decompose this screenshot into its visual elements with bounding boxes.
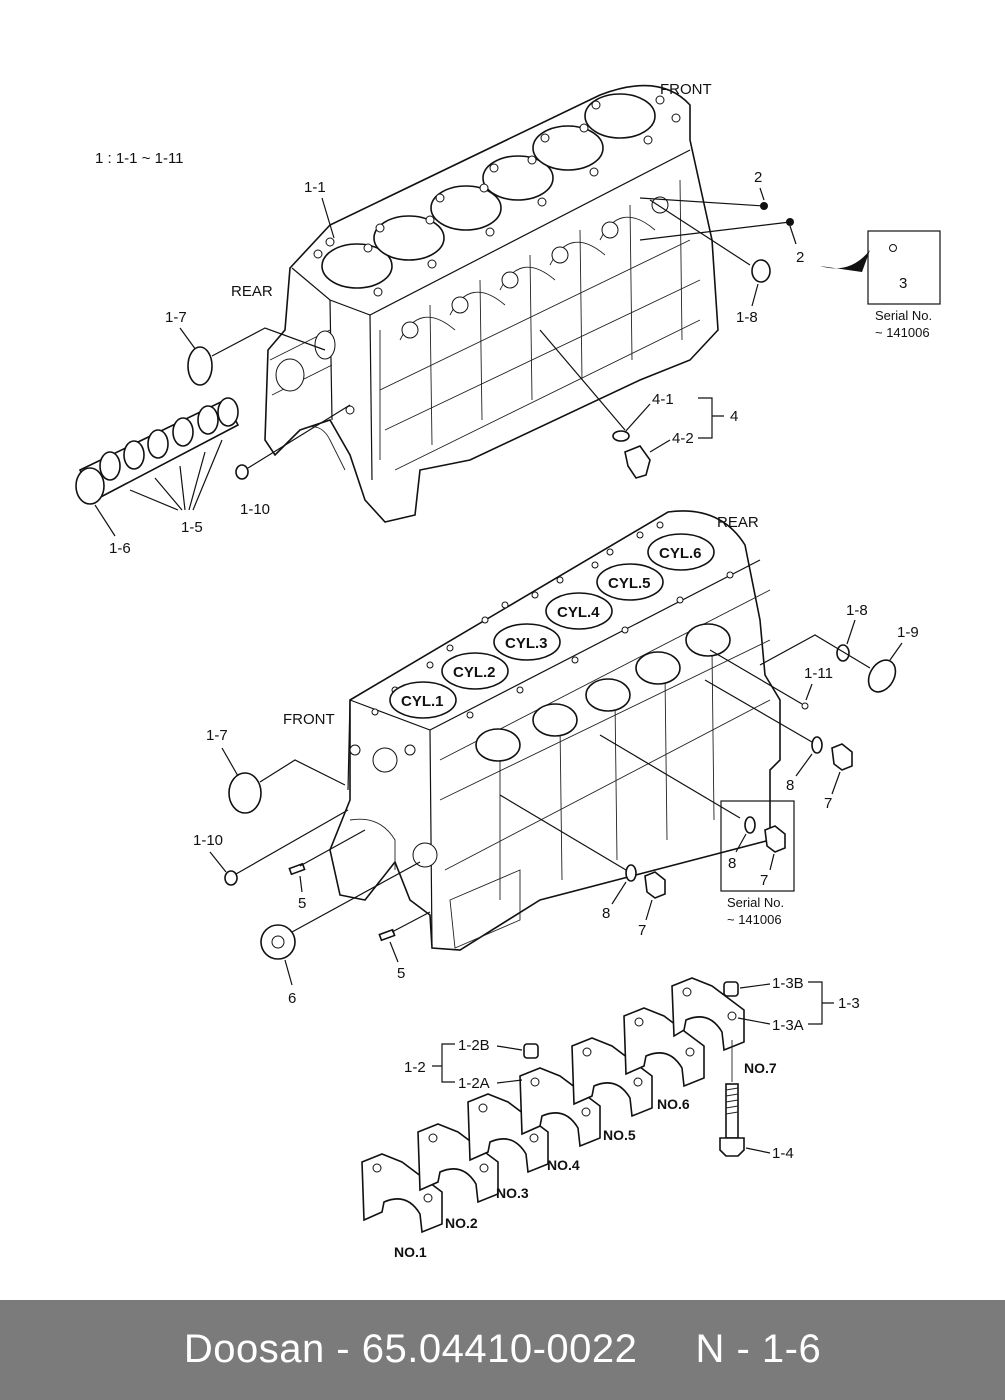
cap-no7: NO.7 [744,1060,777,1076]
washer-8a [811,736,823,754]
oil-jet-4 [539,329,651,479]
range-note: 1 : 1-1 ~ 1-11 [95,150,184,167]
cyl-4-label: CYL.4 [557,604,600,621]
cyl-5-label: CYL.5 [608,575,651,592]
label-1-11: 1-11 [804,665,833,682]
label-1-10-upper: 1-10 [240,501,270,518]
part-3-icon [889,244,897,252]
label-rear-lower: REAR [717,514,759,531]
label-1-2a: 1-2A [458,1075,490,1092]
bearing-bushings-1-5 [75,397,240,511]
serial-box-upper [867,230,941,305]
cap-no6: NO.6 [657,1096,690,1112]
label-5a: 5 [298,895,306,912]
plug-7a [831,743,853,771]
label-1-6: 1-6 [109,540,131,557]
bolt-1-4 [719,1040,745,1157]
label-1-7-upper: 1-7 [165,309,187,326]
lower-cylinder-block [329,510,781,951]
cap-no1: NO.1 [394,1244,427,1260]
seal-1-7-upper [187,346,213,386]
label-7a: 7 [824,795,832,812]
label-2-top: 2 [754,169,762,186]
washer-8c [625,864,637,882]
ring-1-10-lower [224,870,238,886]
bushing-1-3b [723,981,739,997]
label-8a: 8 [786,777,794,794]
dowel-5a [288,862,306,876]
label-2-mid: 2 [796,249,804,266]
plug-7c [644,871,666,899]
cylinder-labels [389,533,715,719]
footer-caption: Doosan - 65.04410-0022 N - 1-6 [183,1327,822,1371]
label-1-2: 1-2 [404,1059,426,1076]
serial-upper-line1: Serial No. [875,308,932,323]
label-1-3b: 1-3B [772,975,804,992]
serial-upper-line2: ~ 141006 [875,325,930,340]
pin-1-11 [801,702,809,710]
serial-box-lower [720,800,795,892]
cyl-2-label: CYL.2 [453,664,496,681]
ring-1-8-lower [836,644,850,662]
plug-7b [764,825,786,853]
bushing-1-2b [523,1043,539,1059]
seal-1-7-lower [228,772,262,814]
label-7c: 7 [638,922,646,939]
label-1-8-upper: 1-8 [736,309,758,326]
cap-no4: NO.4 [547,1157,580,1173]
ring-1-8-upper [751,259,771,283]
serial-lower-line2: ~ 141006 [727,912,782,927]
cyl-6-label: CYL.6 [659,545,702,562]
label-1-9: 1-9 [897,624,919,641]
label-7b: 7 [760,872,768,889]
label-3: 3 [899,275,907,292]
cap-no2: NO.2 [445,1215,478,1231]
label-4-1: 4-1 [652,391,674,408]
label-6: 6 [288,990,296,1007]
label-1-1: 1-1 [304,179,326,196]
upper-cylinder-block [264,84,719,523]
washer-8b [744,816,756,834]
footer-bar [0,1300,1005,1400]
label-1-3: 1-3 [838,995,860,1012]
label-5b: 5 [397,965,405,982]
label-8c: 8 [602,905,610,922]
exploded-parts-diagram: 1 : 1-1 ~ 1-11 [75,81,941,1260]
label-1-8-lower: 1-8 [846,602,868,619]
label-rear-upper: REAR [231,283,273,300]
label-1-5: 1-5 [181,519,203,536]
serial-lower-line1: Serial No. [727,895,784,910]
cap-no3: NO.3 [496,1185,529,1201]
label-4-2: 4-2 [672,430,694,447]
main-bearing-caps [361,977,745,1234]
ring-1-10-upper [235,464,249,480]
label-front-upper: FRONT [660,81,712,98]
label-1-4: 1-4 [772,1145,794,1162]
callout-arrow-upper [820,250,870,272]
label-front-lower: FRONT [283,711,335,728]
cap-no5: NO.5 [603,1127,636,1143]
cyl-1-label: CYL.1 [401,693,444,710]
label-1-3a: 1-3A [772,1017,804,1034]
label-1-10-lower: 1-10 [193,832,223,849]
label-1-7-lower: 1-7 [206,727,228,744]
label-8b: 8 [728,855,736,872]
label-1-2b: 1-2B [458,1037,490,1054]
seal-1-9 [867,659,897,693]
label-4: 4 [730,408,738,425]
dowel-5b [378,928,396,942]
cyl-3-label: CYL.3 [505,635,548,652]
